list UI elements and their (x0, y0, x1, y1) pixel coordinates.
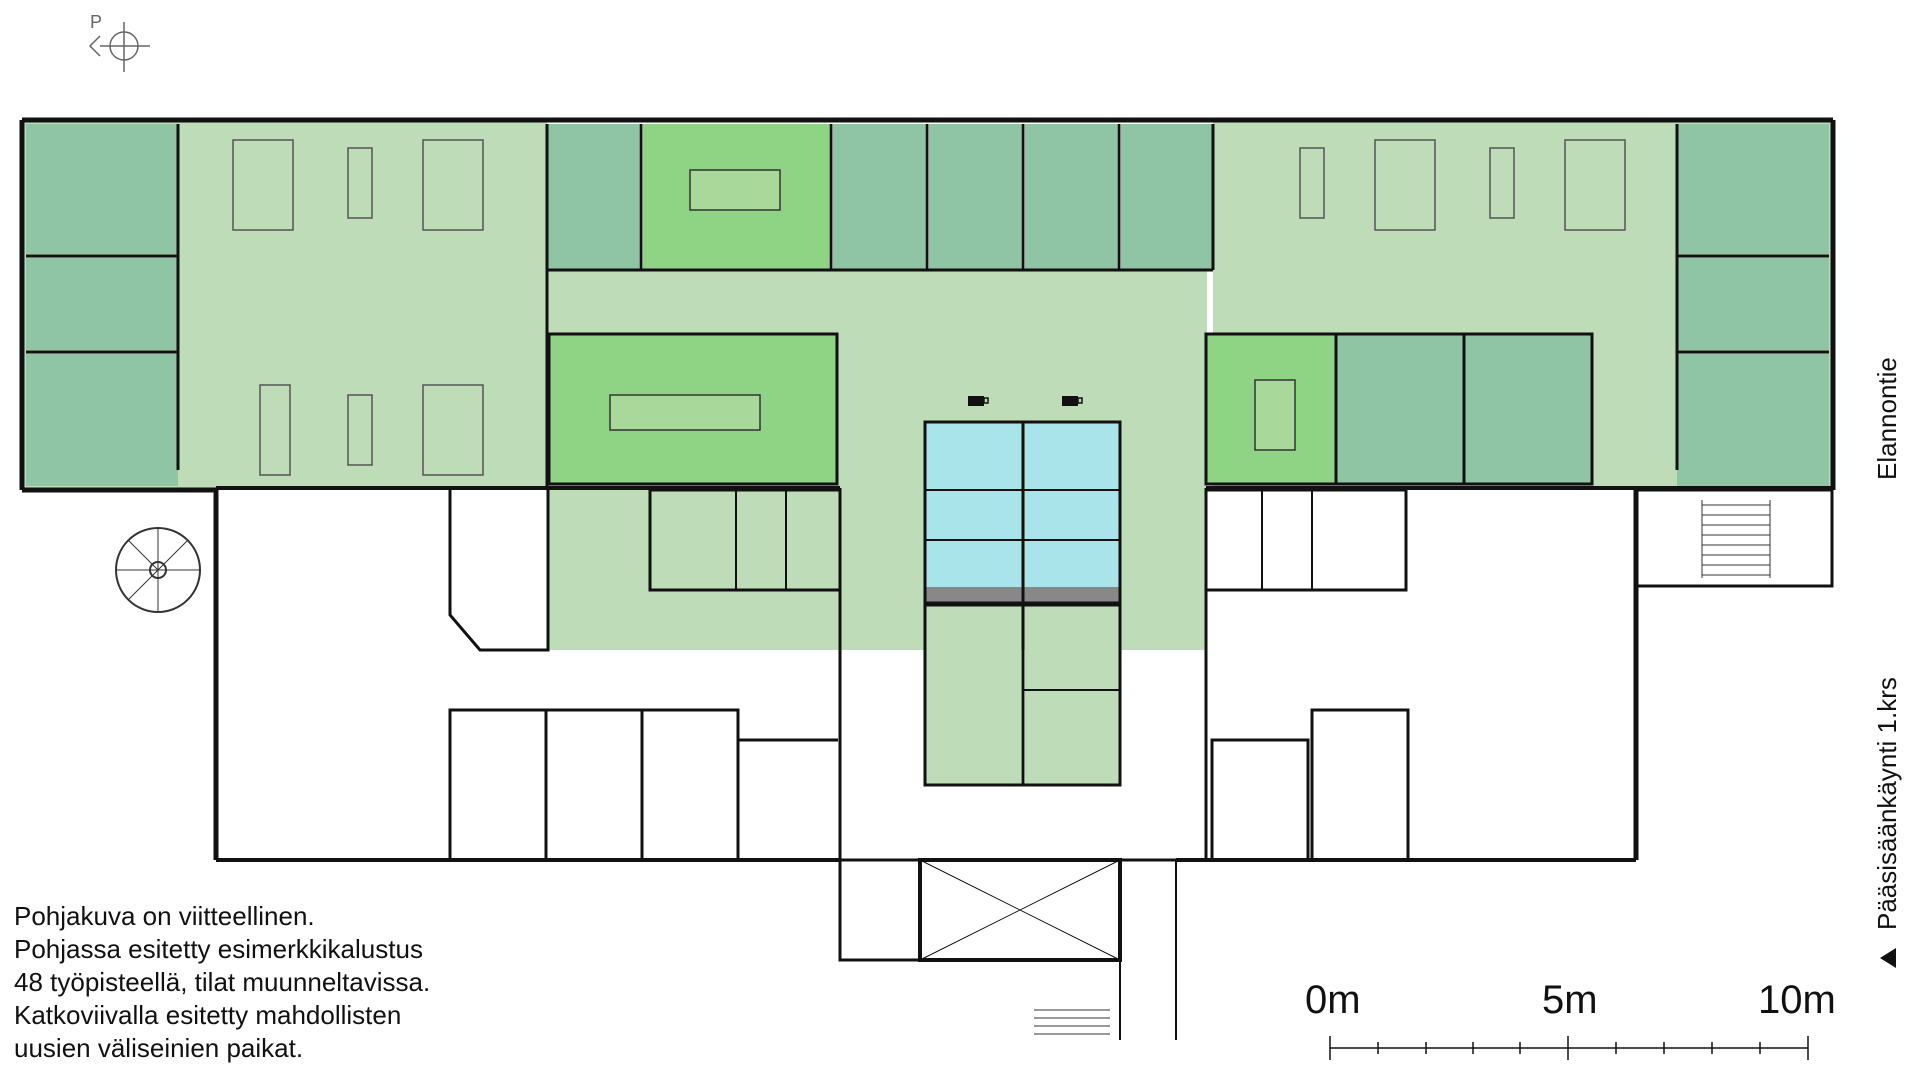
office-right-1 (1677, 124, 1829, 254)
wc-block-right (1025, 422, 1120, 587)
office-top-5 (1121, 124, 1213, 270)
office-mid-right-1 (1336, 334, 1464, 484)
scale-label-5: 5m (1542, 978, 1598, 1022)
north-arrow-icon (88, 22, 150, 72)
scale-label-0: 0m (1305, 978, 1361, 1022)
scale-bar (1329, 1036, 1809, 1060)
office-left-1 (26, 124, 178, 254)
office-right-2 (1677, 258, 1829, 350)
note-line: Katkoviivalla esitetty mahdollisten (14, 1000, 402, 1030)
office-left-3 (26, 354, 178, 486)
plan-notes: Pohjakuva on viitteellinen. Pohjassa esi… (14, 900, 430, 1065)
desk-clusters (232, 139, 1626, 476)
wc-block-left (925, 422, 1021, 587)
office-top-4 (1025, 124, 1117, 270)
note-line: 48 työpisteellä, tilat muunneltavissa. (14, 967, 431, 997)
north-letter: P (90, 12, 103, 32)
note-line: Pohjakuva on viitteellinen. (14, 901, 315, 931)
open-office-right-lower (1592, 334, 1677, 484)
note-line: Pohjassa esitetty esimerkkikalustus (14, 934, 423, 964)
office-left-2 (26, 258, 178, 350)
office-mid-right-2 (1464, 334, 1592, 484)
entrance-stairs (1034, 1009, 1110, 1035)
lower-room-2 (1025, 605, 1120, 785)
meeting-tables (609, 169, 1296, 451)
scale-label-10: 10m (1758, 978, 1836, 1022)
coffee-icon (968, 396, 989, 406)
triangle-marker-icon (1880, 948, 1896, 968)
office-top-1 (547, 124, 639, 270)
note-line: uusien väliseinien paikat. (14, 1033, 304, 1063)
coffee-icon (1062, 396, 1083, 406)
office-top-2 (833, 124, 925, 270)
walls (19, 117, 1836, 1040)
lower-room-1 (925, 605, 1021, 785)
entrance-label: Pääsisäänkäynti 1.krs (1872, 677, 1902, 930)
stair-icon (1701, 500, 1771, 578)
spiral-stair-icon (115, 527, 201, 613)
office-right-3 (1677, 354, 1829, 486)
office-top-3 (929, 124, 1021, 270)
street-label: Elannontie (1872, 357, 1902, 480)
